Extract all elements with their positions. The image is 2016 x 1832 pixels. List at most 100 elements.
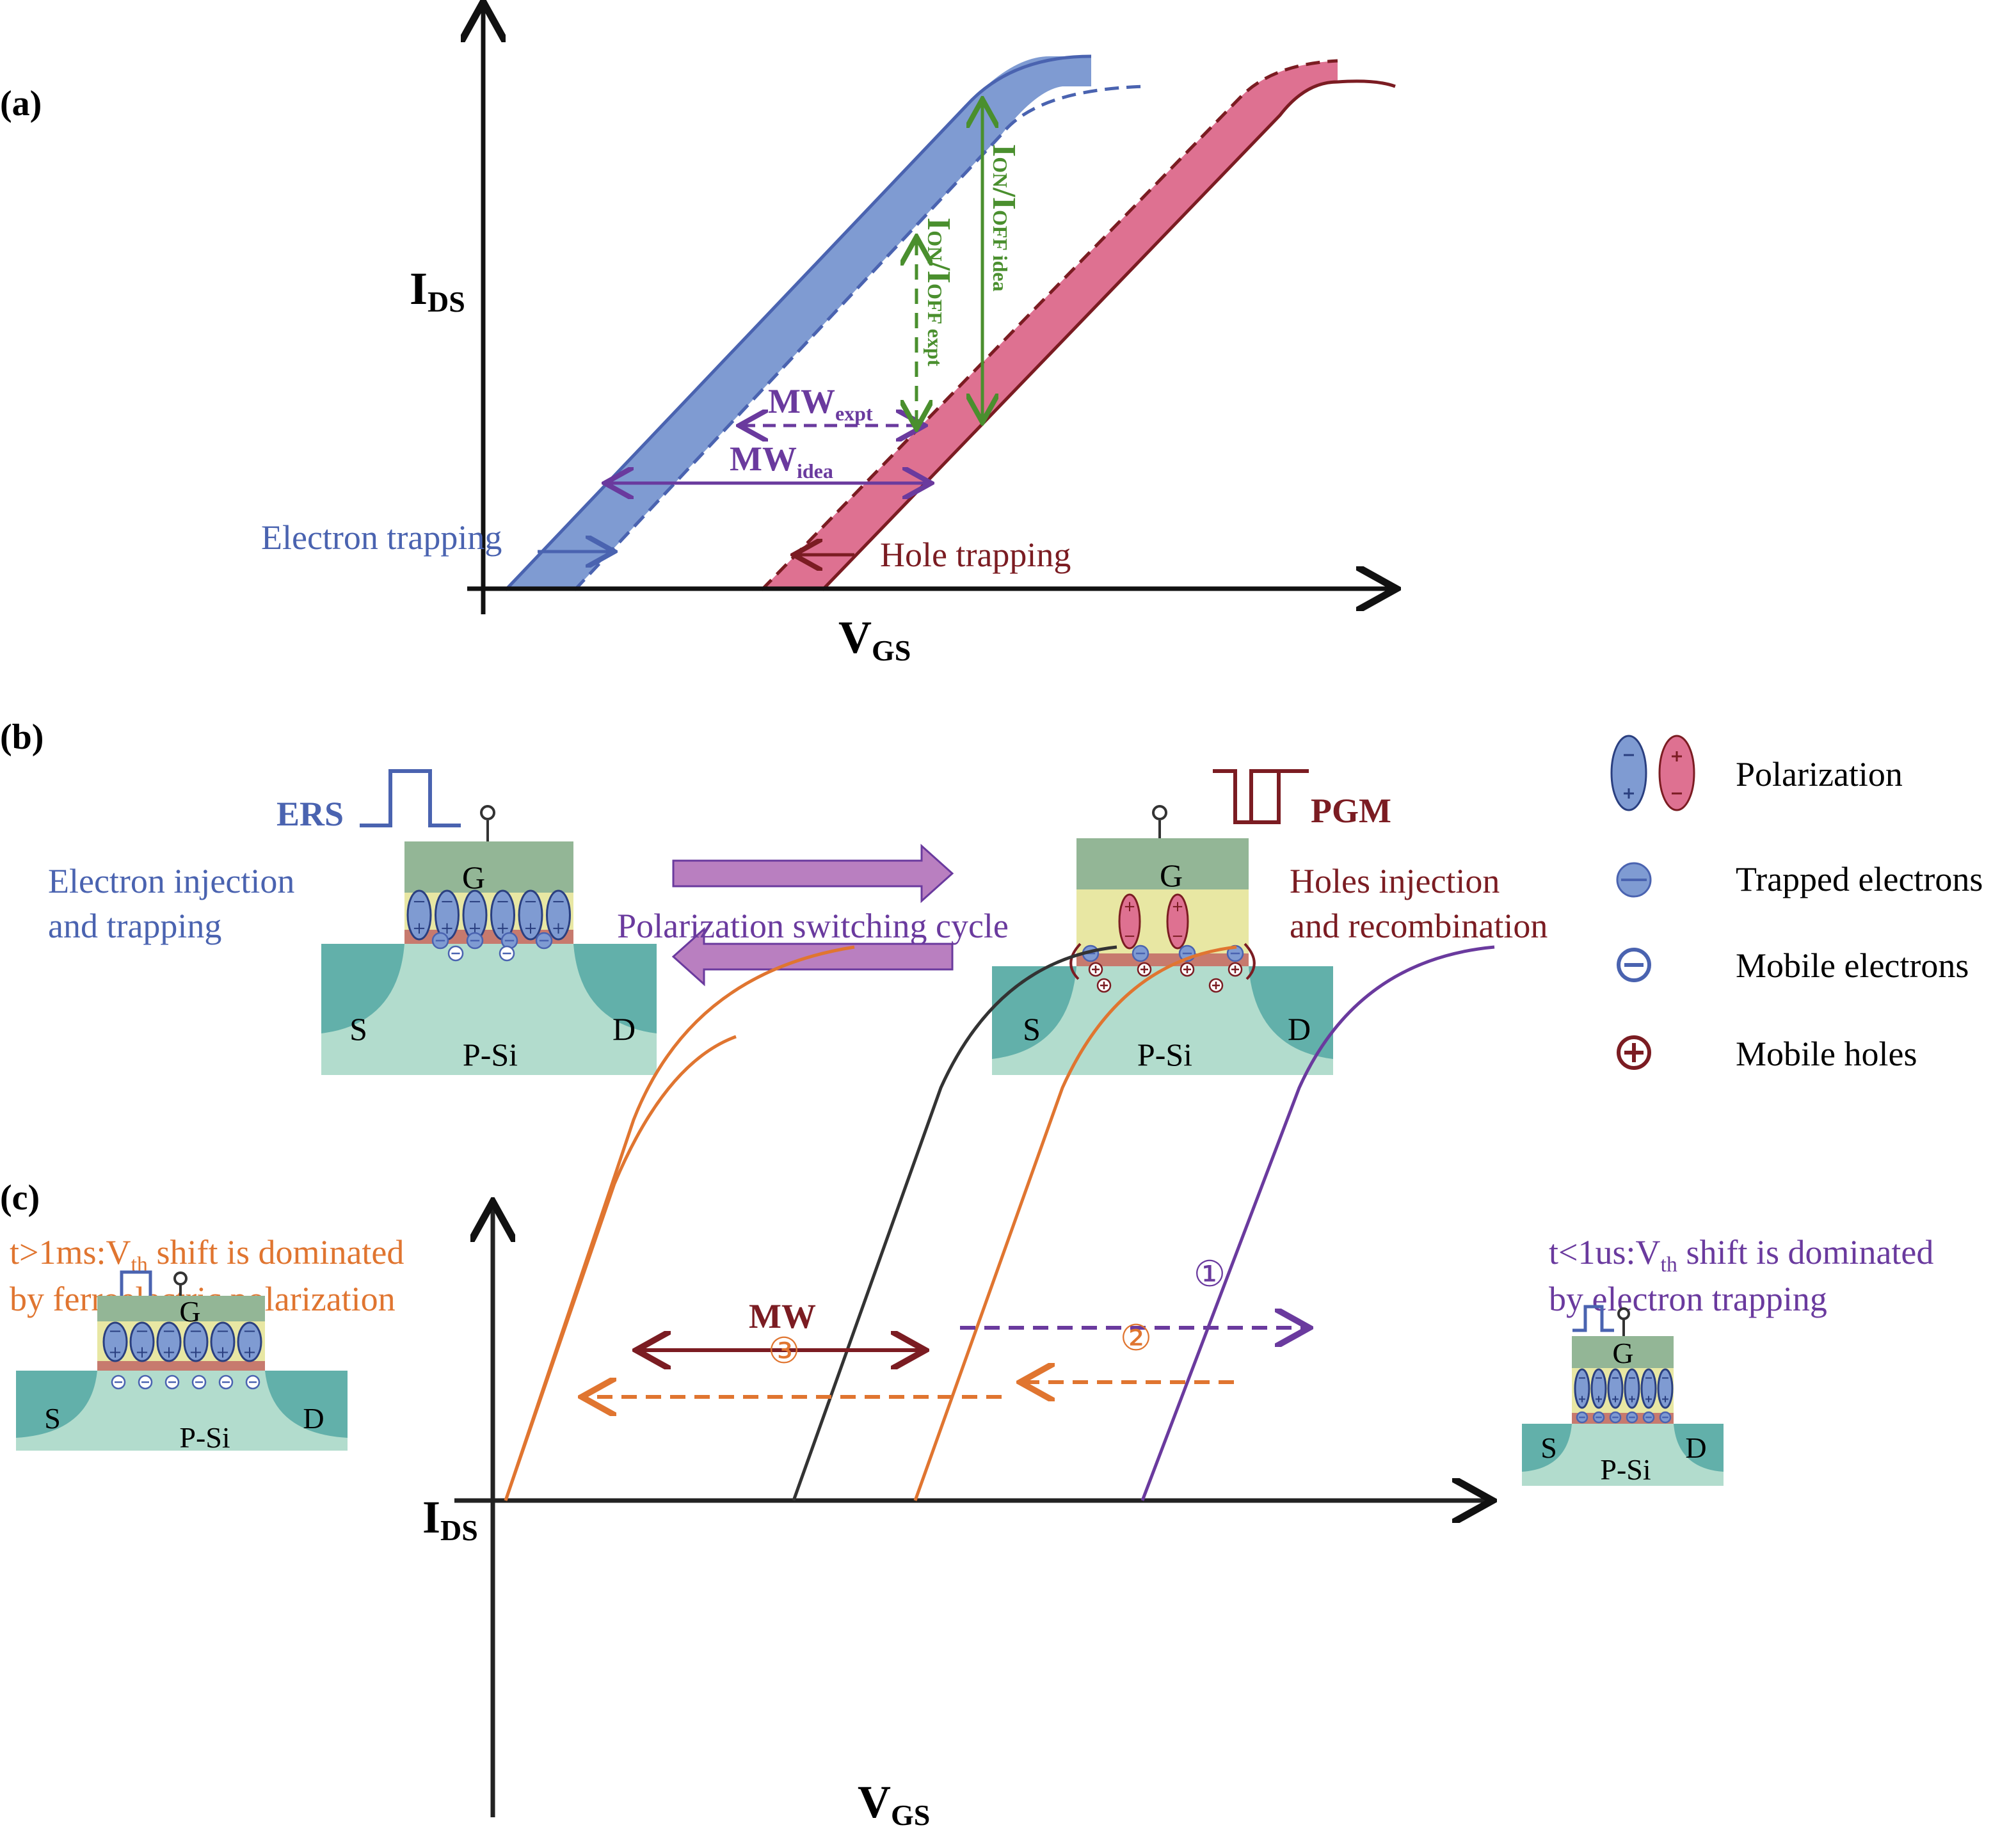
drain-label: D [612,1011,636,1047]
ers-pulse-icon [360,769,461,827]
on-off-idea-label: ION/IOFF idea [986,144,1022,292]
ers-device: ERS G S D P-Si [276,769,657,1075]
trapped-electron-icon [1609,1411,1622,1424]
trapped-electron-icon [431,932,449,950]
ers-trapped-electrons [431,932,553,950]
gate-terminal-icon [1617,1307,1630,1320]
dipole-blue [102,1321,128,1362]
polarization-dipole-icon [1610,735,1695,811]
dipole-blue [546,889,571,941]
trapped-electron-icon [1592,1411,1605,1424]
mobile-hole-icon [1088,962,1103,977]
trapped-electron-icon [1642,1411,1655,1424]
trapped-electron-icon [1616,862,1652,898]
panel-c-label: (c) [0,1178,40,1218]
dipole-blue [462,889,488,941]
pgm-dipoles [1118,893,1189,950]
legend: Polarization Trapped electrons Mobile el… [1610,735,1983,1073]
source-region [16,1371,97,1438]
program-curve-band [762,61,1338,590]
dipoles [1574,1368,1674,1409]
dipole-blue [1657,1368,1674,1409]
dipole-pink [1166,893,1189,950]
mobile-electron-icon [1617,948,1651,982]
electron-trapping-label: Electron trapping [261,518,502,557]
source-region [1522,1424,1572,1472]
substrate-label: P-Si [1137,1037,1192,1072]
mw-expt-label: MWexpt [768,382,873,425]
substrate-label: P-Si [463,1037,518,1072]
x-axis-label: VGS [858,1776,930,1831]
trapped-electron-icon [1626,1411,1638,1424]
panel-a: (a) IDS VGS Electron trapping Hole trapp… [0,6,1395,667]
mobile-hole-icon [1137,962,1152,977]
mobile-electron-icon [111,1374,126,1390]
trapping-dominated-note: t<1us:Vth shift is dominated by electron… [1549,1233,1942,1318]
curve-after-trapping [1140,945,1495,1501]
right-device: G S D P-Si [1522,1305,1724,1486]
x-axis-label: VGS [838,612,911,667]
mw-label: MW [749,1297,816,1335]
trapped-electron-icon [1226,944,1244,962]
mobile-hole-icon [1617,1035,1651,1070]
gate [1572,1336,1674,1368]
dipole-blue [1624,1368,1640,1409]
trapped-electrons [1576,1411,1672,1424]
trapped-electron-icon [1576,1411,1588,1424]
source-label: S [349,1011,367,1047]
step-1-label: ① [1194,1255,1226,1294]
gate-terminal-icon [173,1271,188,1286]
drain-label: D [1288,1011,1311,1047]
on-off-expt-label: ION/IOFF expt [920,218,957,367]
gate-terminal-icon [480,805,495,820]
mobile-electron-icon [191,1374,207,1390]
erase-curve-expt [573,84,1146,591]
substrate-label: P-Si [1600,1453,1651,1486]
dipole-blue [237,1321,262,1362]
gate-label: G [1160,857,1183,893]
dipole-blue [1607,1368,1624,1409]
source-label: S [1540,1431,1557,1464]
curve-erased-first [504,945,855,1501]
panel-b-label: (b) [0,717,44,757]
curve-initial-black [792,945,1117,1501]
legend-label: Polarization [1736,755,1903,793]
substrate-label: P-Si [179,1421,230,1454]
recombination-arrow-left [1069,943,1082,980]
ferroelectric-layer [1076,889,1249,953]
pgm-label: PGM [1311,792,1391,830]
dipole-blue [210,1321,236,1362]
trapped-electron-icon [1659,1411,1672,1424]
drain-label: D [1685,1431,1706,1464]
dipole-blue [518,889,543,941]
left-device: G S D P-Si [16,1270,348,1454]
mobile-hole-icon [1208,978,1224,993]
panel-c: (c) t>1ms:Vth shift is dominated by ferr… [0,945,1942,1831]
dipole-blue [1640,1368,1657,1409]
recombination-arrow-right [1244,943,1256,980]
legend-label: Mobile holes [1736,1035,1917,1073]
gate-terminal-icon [1152,805,1167,820]
ferroelectric-dominated-note: t>1ms:Vth shift is dominated by ferroele… [10,1233,413,1318]
y-axis-label: IDS [410,263,465,318]
mobile-electron-icon [138,1374,153,1390]
drain-region [573,944,657,1033]
program-arrow[interactable] [672,843,954,904]
ferroelectric-layer [404,893,573,930]
drain-label: D [303,1402,324,1435]
interlayer [1076,953,1249,966]
drain-region [1249,966,1333,1059]
gate [1076,838,1249,889]
program-curve-ideal [821,79,1396,591]
mobile-electron-icon [499,945,515,962]
hole-trapping-label: Hole trapping [880,536,1071,574]
trapped-electron-icon [466,932,484,950]
dipoles [102,1321,262,1362]
legend-label: Mobile electrons [1736,946,1969,985]
gate [404,841,573,893]
drain-region [1674,1424,1724,1472]
source-region [321,944,404,1033]
legend-label: Trapped electrons [1736,860,1983,898]
